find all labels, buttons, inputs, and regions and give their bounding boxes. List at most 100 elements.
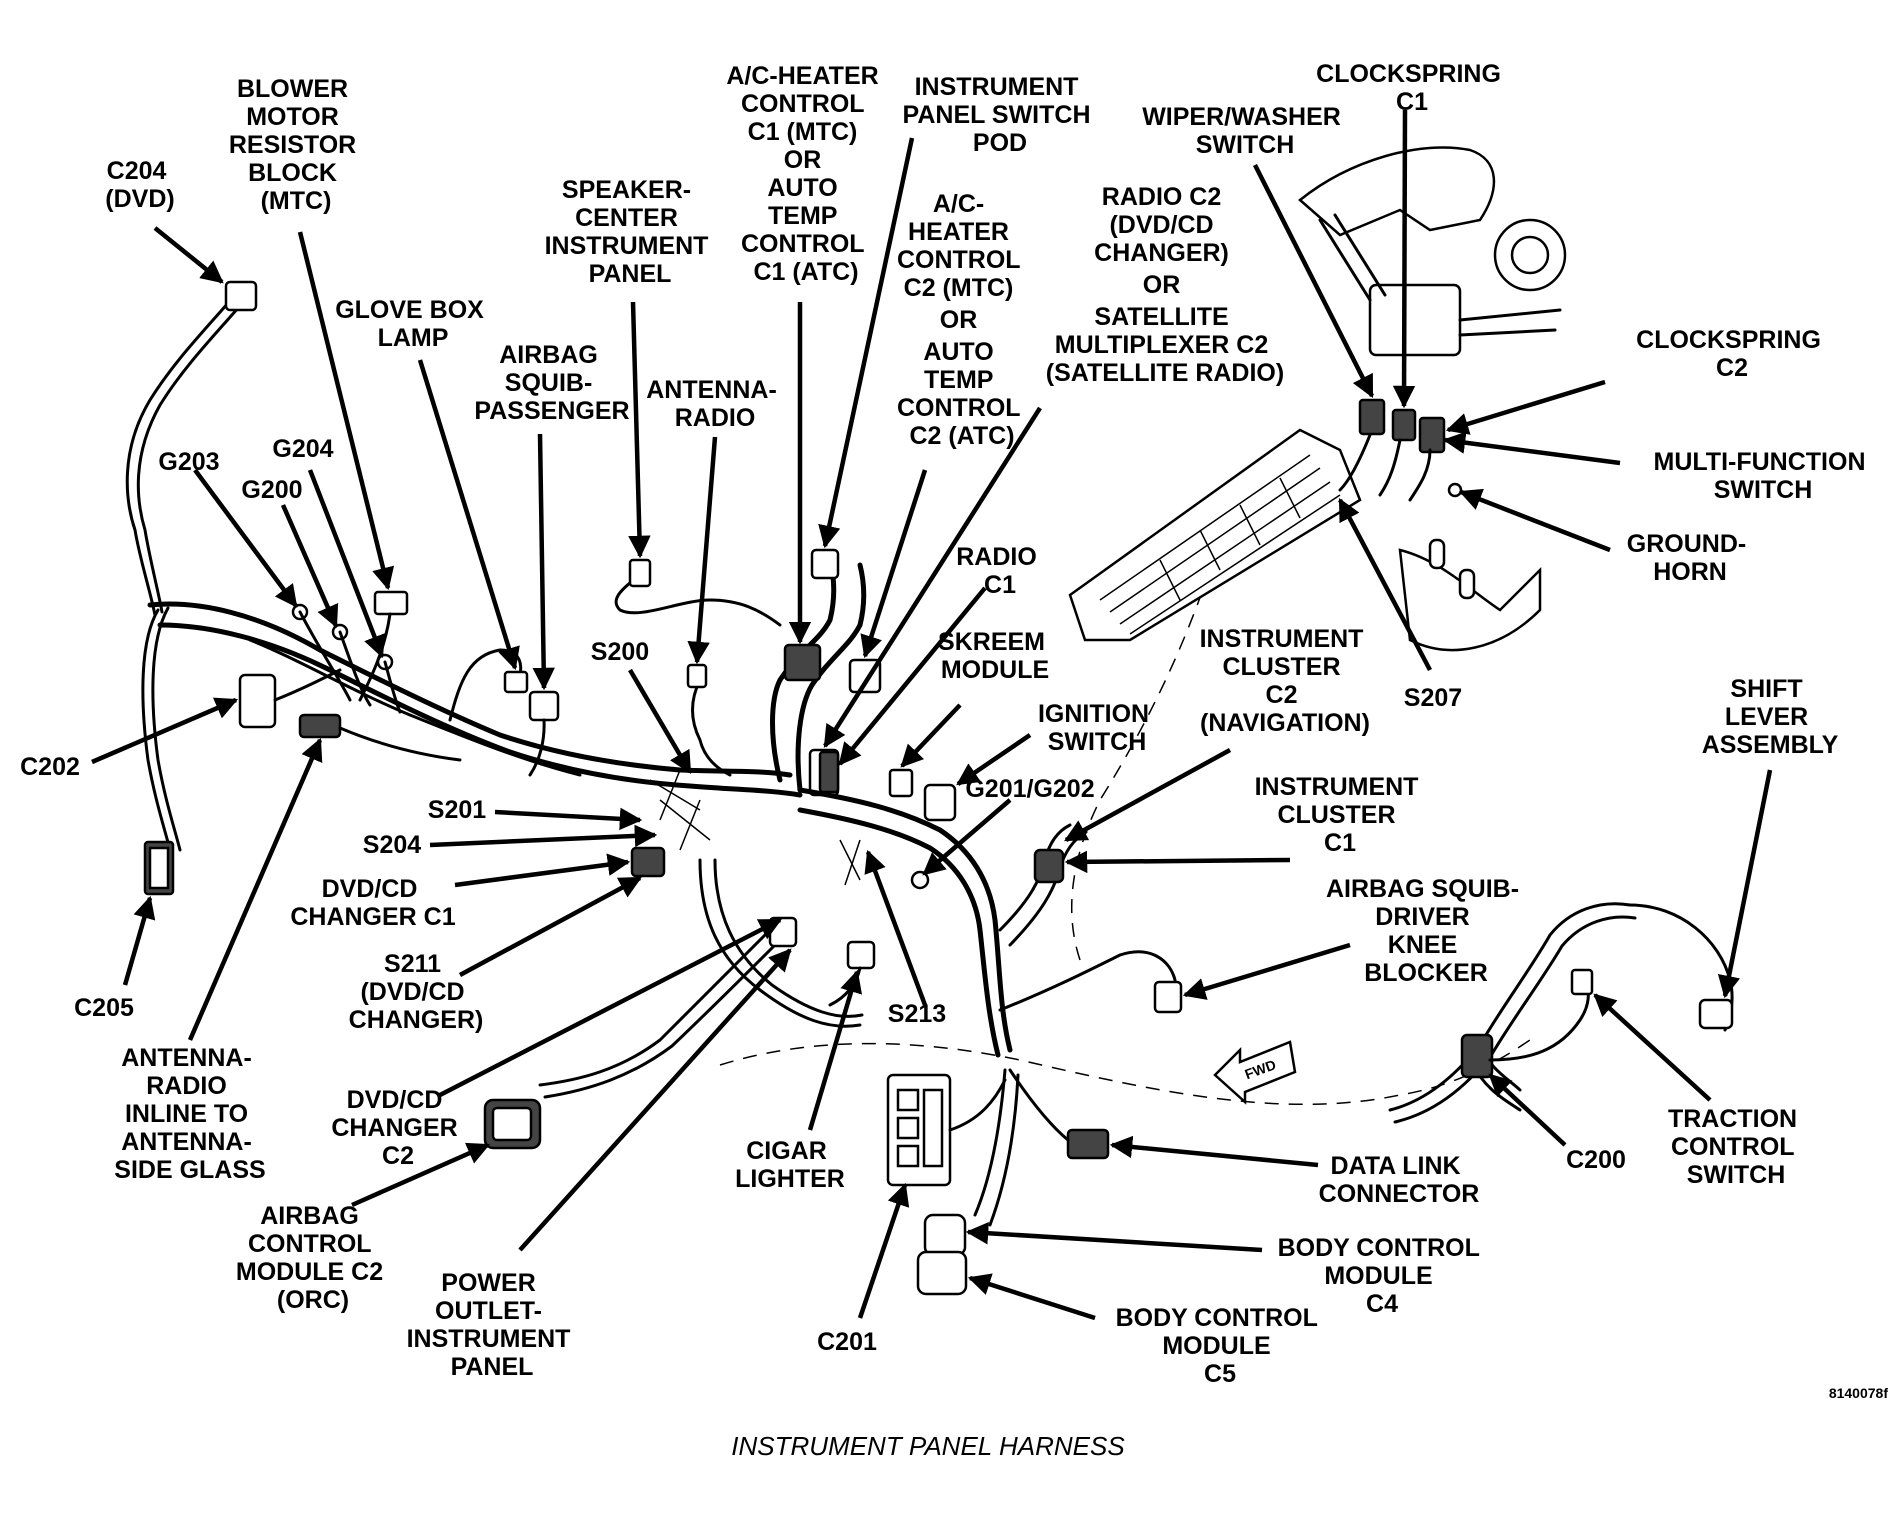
connector-ip-switch-pod — [810, 548, 840, 580]
label-skreem: SKREEM MODULE — [938, 628, 1052, 684]
wire-speaker — [614, 573, 782, 627]
label-c205: C205 — [74, 994, 134, 1022]
connector-bcm-c5 — [916, 1250, 968, 1296]
wire-power-outlet-b — [543, 938, 782, 1099]
wire-traction — [1488, 983, 1590, 1062]
connector-wiper-washer — [1358, 398, 1386, 436]
connector-glove-box-lamp — [503, 670, 529, 694]
leader-wiper — [1252, 163, 1375, 399]
connector-c202 — [238, 673, 277, 729]
label-data-link: DATA LINK CONNECTOR — [1319, 1152, 1480, 1208]
wire-antenna-inline — [338, 726, 462, 762]
leader-data-link — [1109, 1135, 1319, 1168]
leader-glove-box — [417, 359, 520, 671]
wire-c201 — [948, 1078, 1007, 1132]
wire-column — [1338, 433, 1432, 502]
label-shift-lever: SHIFT LEVER ASSEMBLY — [1702, 675, 1839, 759]
column-shroud — [1298, 146, 1496, 237]
connector-cigar-lighter — [846, 940, 876, 970]
wire-knee-blocker — [998, 950, 1177, 1012]
leader-speaker — [628, 301, 651, 559]
connector-airbag-squib-pass — [528, 690, 560, 722]
label-s201: S201 — [428, 796, 486, 824]
column-cylinder-1 — [1428, 538, 1446, 570]
connector-c201-inner-2 — [896, 1116, 920, 1140]
label-blower: BLOWER MOTOR RESISTOR BLOCK (MTC) — [229, 75, 363, 215]
figure-caption: INSTRUMENT PANEL HARNESS — [731, 1431, 1125, 1461]
label-s213: S213 — [888, 1000, 946, 1028]
leader-s213 — [864, 849, 928, 1006]
leader-c204 — [153, 226, 224, 284]
wire-c205-branch — [141, 608, 172, 852]
label-clockspring-c2: CLOCKSPRING C2 — [1636, 326, 1828, 382]
connector-speaker — [628, 558, 652, 588]
label-ic-c1: INSTRUMENT CLUSTER C1 — [1255, 773, 1426, 857]
leader-traction — [1593, 993, 1712, 1102]
leader-s204 — [429, 824, 658, 848]
leader-antenna-radio — [687, 436, 718, 665]
leader-c200 — [1488, 1073, 1567, 1147]
label-ac-c1: A/C-HEATER CONTROL C1 (MTC) OR AUTO TEMP… — [726, 62, 885, 286]
label-antenna-inline: ANTENNA- RADIO INLINE TO ANTENNA- SIDE G… — [114, 1044, 265, 1184]
connector-skreem — [888, 768, 914, 798]
multifunction-stalk — [1458, 308, 1562, 337]
connector-shift-lever — [1698, 998, 1734, 1030]
leader-bcm-c5 — [967, 1273, 1096, 1321]
leader-g204 — [307, 469, 386, 659]
leader-clockspring-c1 — [1392, 109, 1416, 409]
connector-clockspring-c1 — [1391, 408, 1417, 442]
wire-lower-left-b — [713, 858, 864, 1018]
label-radio-c1: RADIO C1 — [956, 543, 1044, 599]
label-dvd-c2: DVD/CD CHANGER C2 — [331, 1086, 464, 1170]
label-airbag-knee: AIRBAG SQUIB- DRIVER KNEE BLOCKER — [1326, 875, 1526, 987]
connector-radio-c1 — [818, 750, 840, 794]
label-airbag-control: AIRBAG CONTROL MODULE C2 (ORC) — [236, 1202, 390, 1314]
leader-ic-c1 — [1064, 850, 1291, 874]
leader-c202 — [91, 697, 239, 765]
leader-multi-function — [1442, 431, 1621, 466]
wire-lower-left — [698, 858, 862, 1028]
wire-bcm — [973, 1068, 1020, 1227]
label-c202: C202 — [20, 753, 80, 781]
fwd-arrow: FWD — [1213, 1040, 1297, 1105]
leader-power-outlet — [518, 948, 792, 1252]
connector-ac-heater-c1 — [783, 643, 822, 682]
label-ac-c2: A/C- HEATER CONTROL C2 (MTC) OR AUTO TEM… — [897, 190, 1027, 450]
connector-dvd-c1 — [630, 846, 666, 878]
leader-ac-c2 — [860, 469, 928, 659]
leader-s200 — [628, 668, 692, 774]
leader-antenna-inline — [187, 737, 323, 1041]
label-dvd-c1: DVD/CD CHANGER C1 — [290, 875, 455, 931]
label-multi-function: MULTI-FUNCTION SWITCH — [1654, 448, 1873, 504]
leader-blower — [297, 231, 395, 591]
connector-c200 — [1460, 1033, 1494, 1079]
wire-airbag-pass — [528, 718, 546, 777]
column-housing — [1068, 428, 1362, 642]
labels: C204 (DVD) BLOWER MOTOR RESISTOR BLOCK (… — [20, 60, 1873, 1461]
label-power-outlet: POWER OUTLET- INSTRUMENT PANEL — [407, 1269, 578, 1381]
leader-airbag-pass — [532, 433, 555, 691]
wire-antenna-radio — [691, 678, 732, 777]
wire-right-branch — [1388, 902, 1632, 1112]
leader-cigar — [807, 969, 863, 1131]
leader-s207 — [1338, 498, 1432, 672]
label-s207: S207 — [1404, 684, 1462, 712]
label-airbag-pass: AIRBAG SQUIB- PASSENGER — [474, 341, 629, 425]
label-radio-c2: RADIO C2 (DVD/CD CHANGER) OR SATELLITE M… — [1046, 183, 1284, 387]
label-c204: C204 (DVD) — [105, 157, 174, 213]
wire-main-trunk-upper — [147, 601, 793, 778]
wire-grounds — [298, 610, 402, 714]
label-g201-g202: G201/G202 — [965, 775, 1094, 803]
connector-c201-inner-4 — [922, 1088, 944, 1168]
figure-code: 8140078f — [1829, 1385, 1888, 1401]
leader-airbag-control — [351, 1142, 491, 1208]
ground-horn-terminal — [1447, 482, 1463, 498]
leader-bcm-c4 — [965, 1222, 1263, 1253]
label-wiper: WIPER/WASHER SWITCH — [1142, 103, 1348, 159]
leader-ignition — [956, 733, 1032, 786]
panel-outline — [719, 1039, 1531, 1106]
connector-antenna-inline — [298, 713, 342, 739]
leader-c205 — [122, 895, 156, 986]
leader-s211 — [458, 876, 642, 977]
